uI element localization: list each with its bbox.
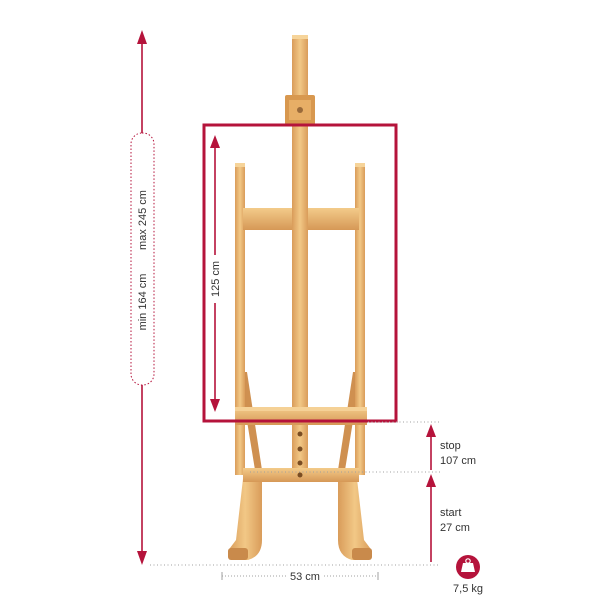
easel-side-upright-right [355, 163, 365, 475]
dimension-labels: max 245 cm min 164 cm 125 cm stop 107 cm… [137, 190, 476, 583]
weight-label: 7,5 kg [453, 583, 483, 595]
easel-foot-right [352, 548, 372, 560]
weight-badge: 7,5 kg [453, 555, 483, 595]
easel-base-runner-left [228, 470, 262, 560]
easel-foot-left [228, 548, 248, 560]
easel-side-cap-right [355, 163, 365, 167]
canvas-height-arrow-head-top [210, 135, 220, 148]
canvas-area-frame [202, 123, 398, 423]
min-height-label: min 164 cm [137, 274, 149, 331]
dimension-graphics [130, 30, 440, 583]
easel-mast-hole [297, 431, 303, 437]
start-value: 27 cm [440, 522, 470, 534]
easel-lower-crossbar-bolt [297, 472, 303, 478]
easel-mast-top [292, 35, 308, 39]
easel-top-clamp-knob [297, 107, 303, 113]
canvas-height-arrow-head-bottom [210, 399, 220, 412]
start-label: start [440, 507, 461, 519]
weight-icon [456, 555, 480, 579]
easel-illustration [228, 35, 372, 560]
stop-value: 107 cm [440, 455, 476, 467]
width-label: 53 cm [290, 571, 320, 583]
easel-canvas-shelf-lip [235, 407, 367, 411]
width-label-bg [286, 569, 324, 583]
max-height-label: max 245 cm [137, 190, 149, 250]
canvas-height-label: 125 cm [210, 261, 222, 297]
stop-label: stop [440, 440, 461, 452]
easel-central-mast [292, 35, 308, 480]
easel-side-upright-left [235, 163, 245, 475]
easel-base-runner-right [338, 470, 372, 560]
easel-mast-hole [297, 460, 303, 466]
height-label-pill [130, 132, 155, 386]
easel-side-cap-left [235, 163, 245, 167]
easel-mast-hole [297, 446, 303, 452]
canvas-height-label-bg [208, 255, 222, 303]
start-arrow-head [426, 474, 436, 487]
stop-arrow-head [426, 424, 436, 437]
height-arrow-head-top [137, 30, 147, 44]
height-arrow-head-bottom [137, 551, 147, 565]
